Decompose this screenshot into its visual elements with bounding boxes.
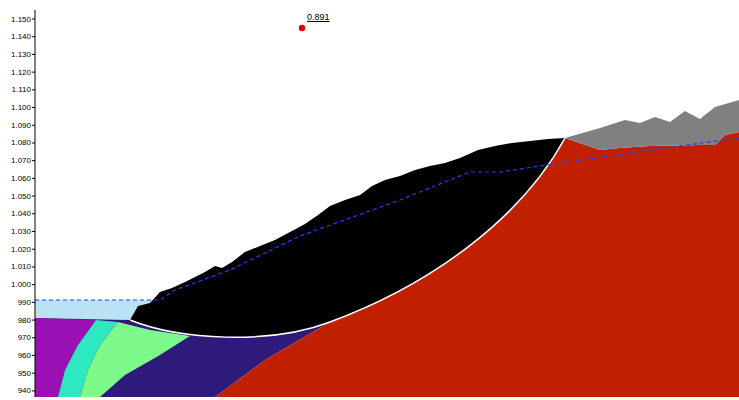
axis-label: 990: [1, 298, 31, 307]
axis-label: 1.020: [1, 245, 31, 254]
axis-tick: [32, 249, 35, 250]
axis-label: 1.140: [1, 32, 31, 41]
axis-tick: [32, 266, 35, 267]
cover-layer: [565, 100, 739, 150]
axis-tick: [32, 54, 35, 55]
axis-tick: [32, 72, 35, 73]
axis-label: 1.040: [1, 209, 31, 218]
soil-layer: [80, 322, 190, 397]
axis-label: 1.080: [1, 138, 31, 147]
axis-tick: [32, 355, 35, 356]
axis-label: 1.010: [1, 262, 31, 271]
axis-tick: [32, 107, 35, 108]
axis-label: 1.060: [1, 174, 31, 183]
axis-tick: [32, 390, 35, 391]
axis-label: 950: [1, 369, 31, 378]
axis-label: 1.120: [1, 68, 31, 77]
axis-label: 1.100: [1, 103, 31, 112]
axis-label: 1.150: [1, 15, 31, 24]
axis-label: 1.070: [1, 156, 31, 165]
axis-tick: [32, 284, 35, 285]
axis-tick: [32, 373, 35, 374]
safety-factor: 0.891: [307, 13, 330, 22]
axis-tick: [32, 213, 35, 214]
axis-label: 960: [1, 351, 31, 360]
axis-label: 970: [1, 333, 31, 342]
axis-tick: [32, 36, 35, 37]
slip-surface: [130, 138, 565, 337]
axis-tick: [32, 320, 35, 321]
axis-tick: [32, 142, 35, 143]
axis-tick: [32, 231, 35, 232]
axis-tick: [32, 160, 35, 161]
axis-label: 940: [1, 386, 31, 395]
axis-tick: [32, 178, 35, 179]
axis-tick: [32, 125, 35, 126]
axis-tick: [32, 337, 35, 338]
y-axis: [35, 10, 36, 397]
axis-label: 1.030: [1, 227, 31, 236]
axis-tick: [32, 302, 35, 303]
axis-label: 1.130: [1, 50, 31, 59]
sliding-mass: [130, 138, 565, 337]
axis-label: 1.050: [1, 192, 31, 201]
axis-label: 980: [1, 316, 31, 325]
slip-centre: [299, 25, 305, 31]
phreatic-line: [35, 138, 739, 300]
axis-tick: [32, 89, 35, 90]
axis-ticks: [32, 19, 35, 391]
axis-tick: [32, 196, 35, 197]
axis-label: 1.090: [1, 121, 31, 130]
axis-tick: [32, 19, 35, 20]
axis-label: 1.110: [1, 85, 31, 94]
axis-label: 1.000: [1, 280, 31, 289]
